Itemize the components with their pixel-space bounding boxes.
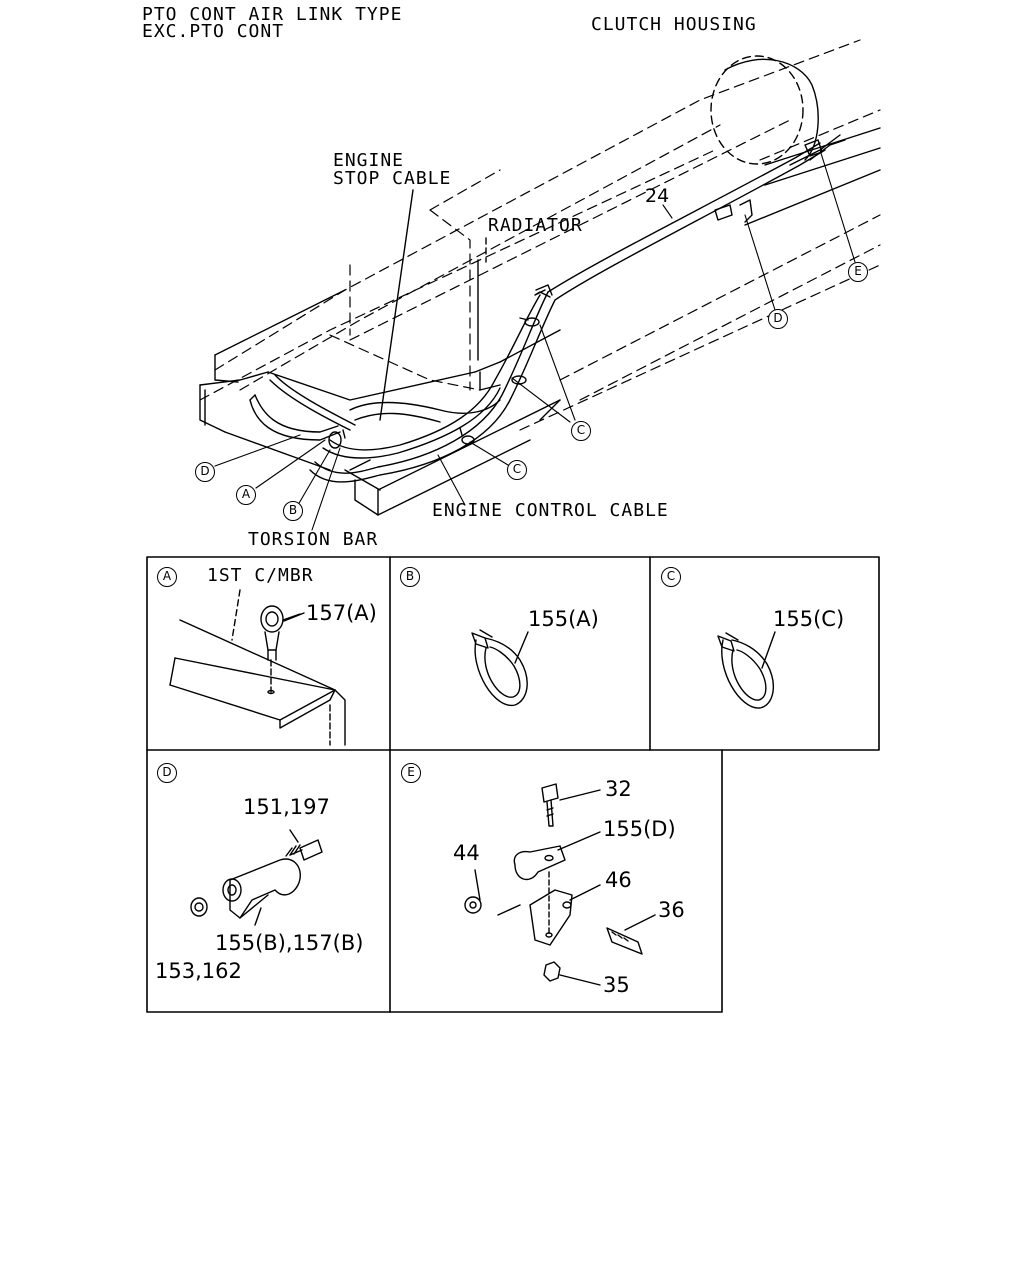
detail-e-stud: 36 [658, 898, 685, 922]
detail-e-letter: E [401, 763, 421, 783]
label-radiator: RADIATOR [488, 215, 583, 236]
label-torsion-bar: TORSION BAR [248, 529, 379, 550]
detail-c-part: 155(C) [773, 607, 845, 631]
callout-c-lower: C [507, 460, 527, 480]
callout-e-right: E [848, 262, 868, 282]
engine-control-cable [309, 142, 826, 483]
detail-e-bracket: 46 [605, 868, 632, 892]
callout-c-upper: C [571, 421, 591, 441]
detail-d-nut: 153,162 [155, 959, 242, 983]
callout-a-left: A [236, 485, 256, 505]
callout-d-left: D [195, 462, 215, 482]
callout-d-right: D [768, 309, 788, 329]
detail-a-title: 1ST C/MBR [207, 565, 314, 586]
chassis-frame [199, 39, 881, 431]
left-cable-loop [249, 374, 356, 441]
label-engine-stop-cable-2: STOP CABLE [333, 168, 452, 189]
detail-b-letter: B [400, 567, 420, 587]
detail-c-letter: C [661, 567, 681, 587]
detail-b-part: 155(A) [528, 607, 599, 631]
detail-b-art [471, 629, 529, 706]
detail-e-bolt: 32 [605, 777, 632, 801]
detail-e-nut-bottom: 35 [603, 973, 630, 997]
detail-a-part: 157(A) [306, 601, 377, 625]
callout-b-left: B [283, 501, 303, 521]
detail-a-letter: A [157, 567, 177, 587]
label-engine-stop-cable-1: ENGINE [333, 150, 405, 171]
label-engine-control-cable: ENGINE CONTROL CABLE [432, 500, 669, 521]
detail-a-art [169, 589, 346, 746]
detail-e-clip: 155(D) [603, 817, 676, 841]
detail-d-clip: 155(B),157(B) [215, 931, 364, 955]
label-part-24: 24 [645, 185, 670, 207]
detail-e-art [464, 783, 656, 986]
detail-d-letter: D [157, 763, 177, 783]
detail-grid [146, 556, 880, 1013]
detail-d-bolt: 151,197 [243, 795, 330, 819]
label-clutch-housing: CLUTCH HOUSING [591, 14, 757, 35]
detail-d-art [190, 829, 323, 926]
callout-leaders [214, 149, 856, 531]
header-line-1: PTO CONT AIR LINK TYPE [142, 4, 403, 25]
detail-c-art [717, 631, 776, 709]
detail-e-nut-left: 44 [453, 841, 480, 865]
header-line-2: EXC.PTO CONT [142, 21, 285, 42]
frame-members [199, 127, 881, 516]
clutch-housing-outline [710, 55, 846, 166]
